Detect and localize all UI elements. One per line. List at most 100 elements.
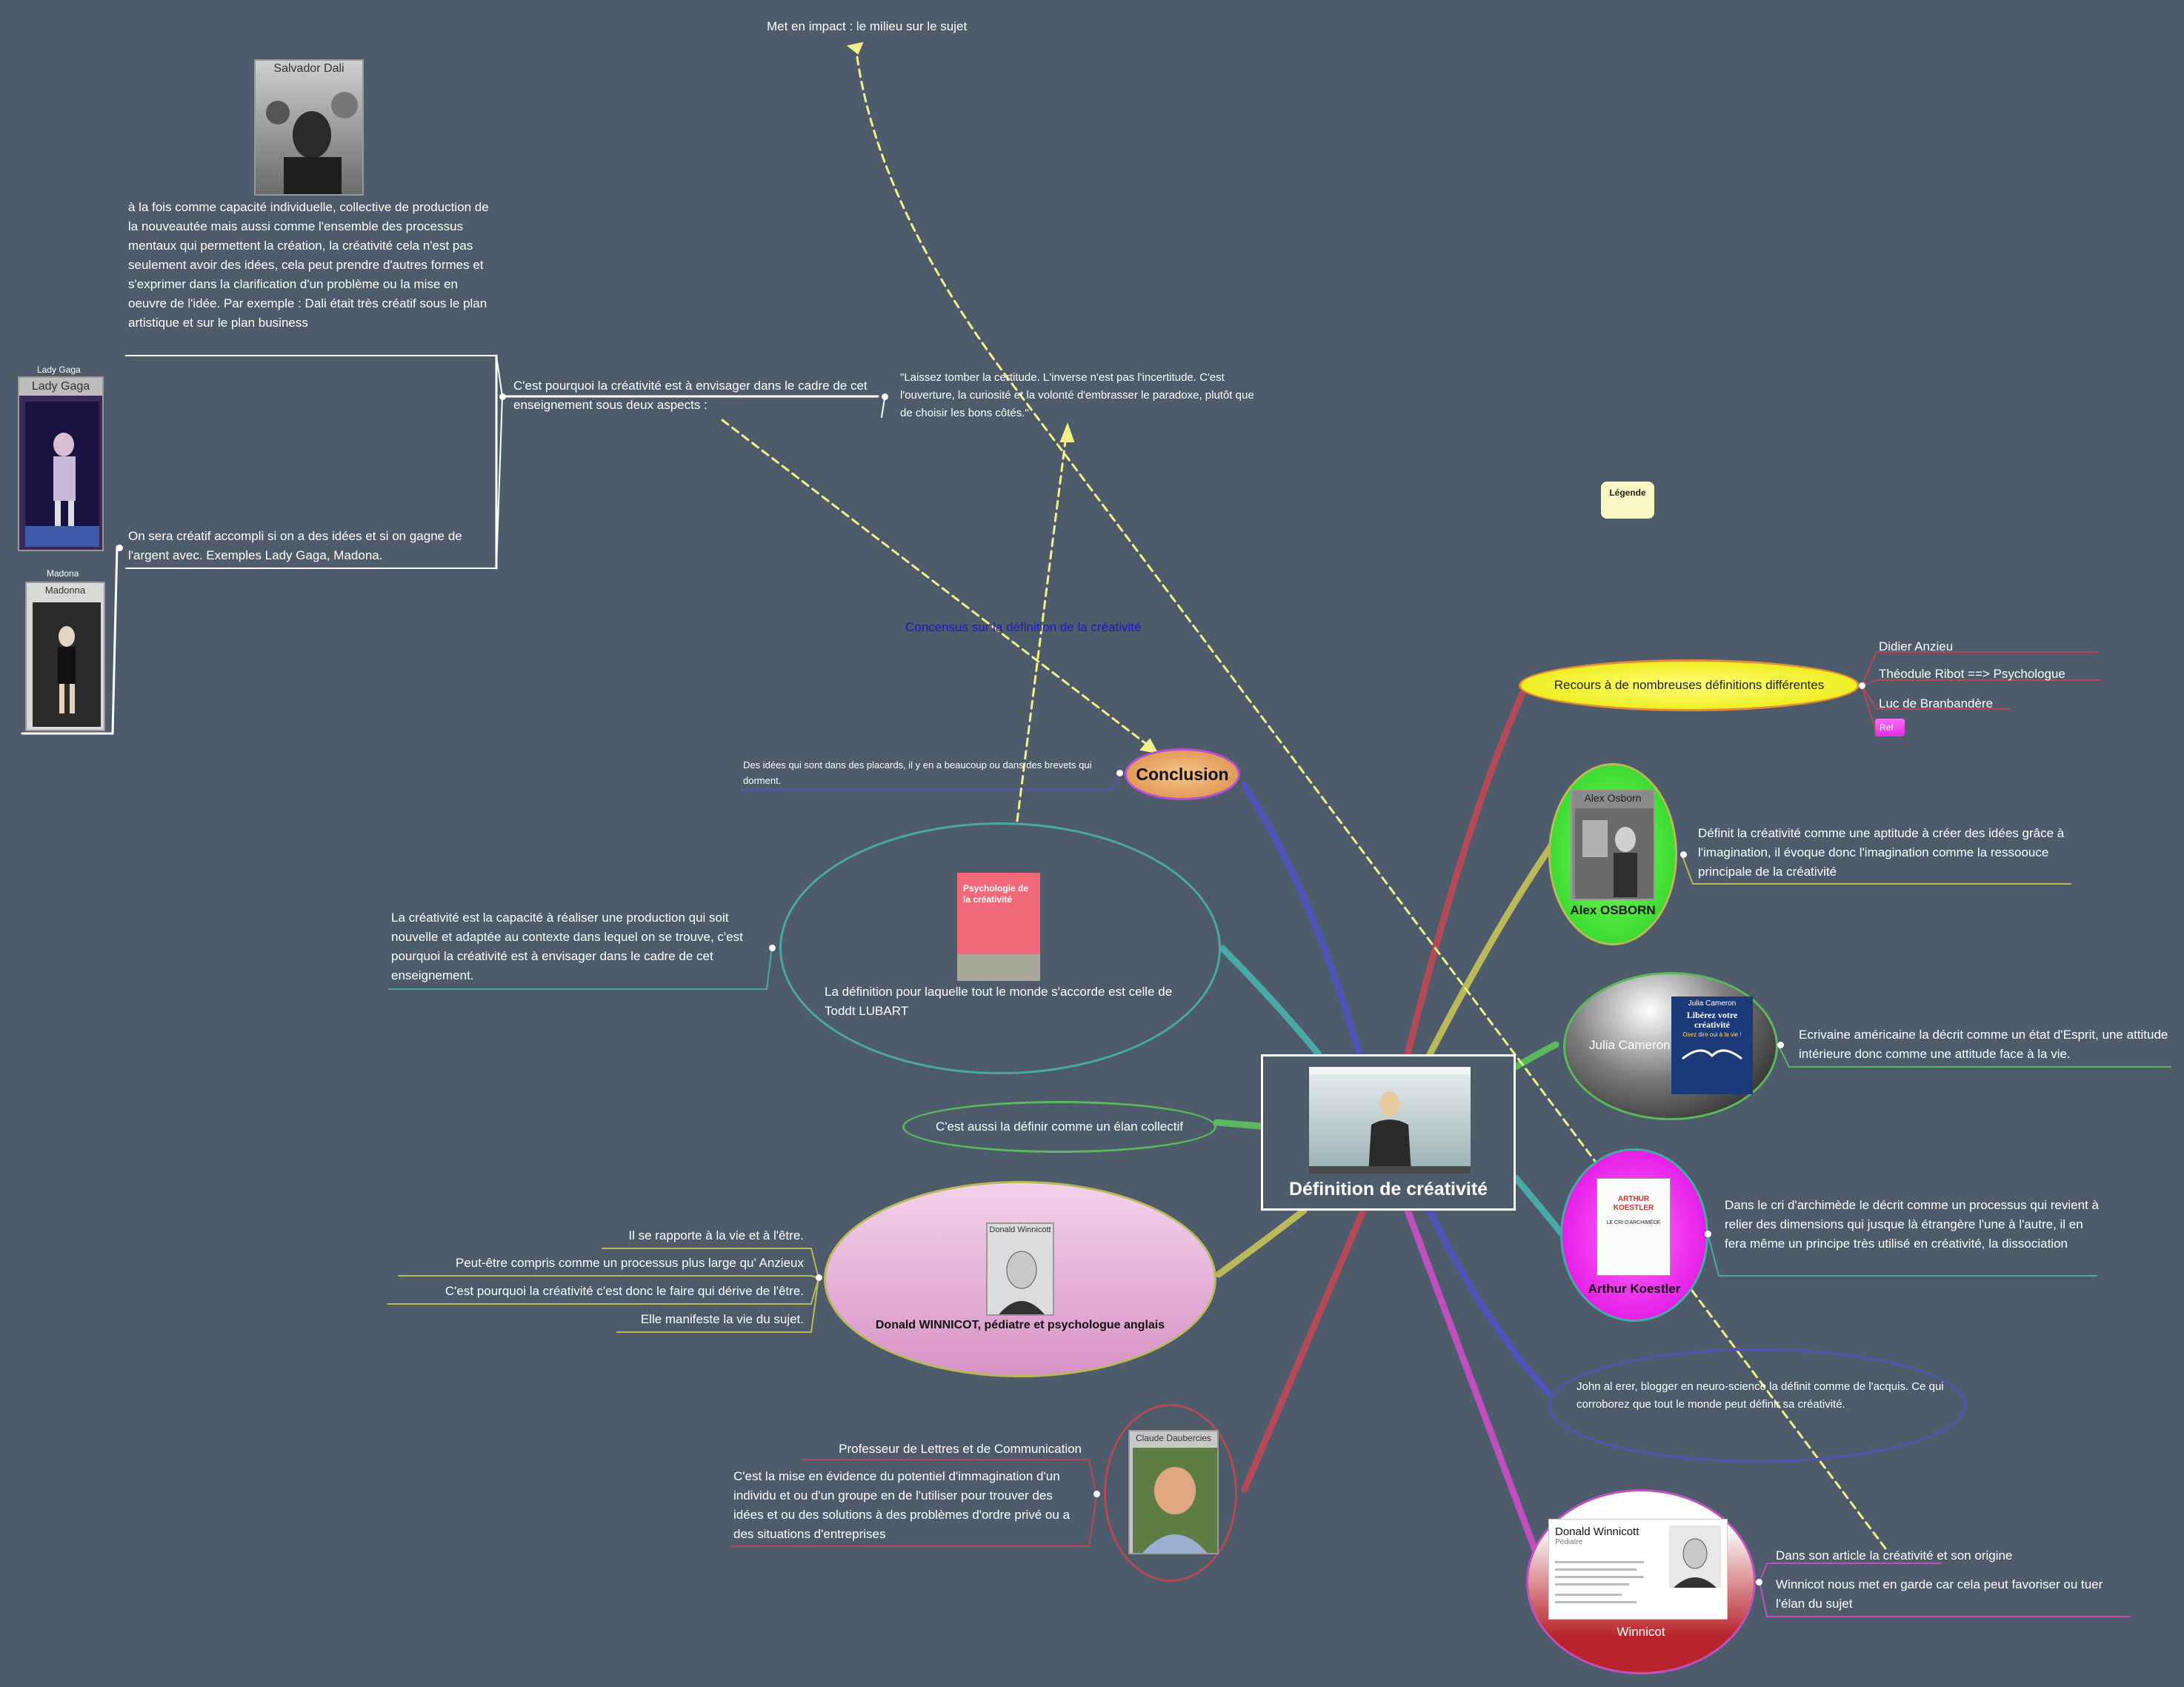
center-title: Définition de créativité bbox=[1288, 1179, 1488, 1199]
osborn-portrait bbox=[1575, 808, 1654, 899]
cameron-text: Ecrivaine américaine la décrit comme un … bbox=[1799, 1028, 2168, 1061]
winnicott-left-photo: Donald Winnicott bbox=[986, 1222, 1054, 1316]
recours-node[interactable]: Recours à de nombreuses définitions diff… bbox=[1519, 659, 1860, 711]
winnicott-card-name: Donald Winnicott bbox=[1555, 1525, 1639, 1538]
koestler-text: Dans le cri d'archimède le décrit comme … bbox=[1725, 1198, 2099, 1251]
legend-box[interactable]: Légende bbox=[1601, 482, 1654, 519]
gaga-label: Lady Gaga bbox=[37, 365, 81, 375]
quote-text: "Laissez tomber la certitude. L'inverse … bbox=[900, 371, 1254, 419]
winnicott-left-portrait bbox=[999, 1251, 1045, 1314]
koestler-label: Arthur Koestler bbox=[1588, 1282, 1681, 1296]
conclusion-node[interactable]: Conclusion bbox=[1125, 748, 1240, 800]
top-note: Met en impact : le milieu sur le sujet bbox=[767, 19, 968, 33]
daubercies-role: Professeur de Lettres et de Communicatio… bbox=[839, 1442, 1082, 1456]
branch-lubart bbox=[1219, 945, 1322, 1058]
madonna-caption: Madonna bbox=[44, 585, 86, 596]
winnicott-left-caption: Donald Winnicott bbox=[989, 1225, 1051, 1234]
winnicott-left-item-2: Peut-être compris comme un processus plu… bbox=[455, 1256, 804, 1270]
winnicott-right-dot bbox=[1756, 1579, 1762, 1585]
recours-dot bbox=[1859, 682, 1865, 689]
conclusion-dot bbox=[1116, 770, 1123, 776]
winnicott-left-item-4: Elle manifeste la vie du sujet. bbox=[640, 1312, 804, 1326]
lubart-left-text: La créativité est la capacité à réaliser… bbox=[391, 911, 743, 982]
lubart-node[interactable] bbox=[779, 822, 1221, 1074]
dali-caption: Salvador Dali bbox=[273, 62, 344, 75]
koestler-book: ARTHUR KOESTLER LE CRI D'ARCHIMÈDE bbox=[1597, 1178, 1671, 1276]
winnicott-card-sub: Pédiatre bbox=[1555, 1538, 1583, 1546]
lubart-book-title: Psychologie de la créativité bbox=[963, 883, 1029, 905]
lubart-dot bbox=[769, 945, 776, 951]
gaga-caption: Lady Gaga bbox=[19, 378, 102, 396]
branch-alerer bbox=[1426, 1207, 1552, 1397]
koestler-book-author: ARTHUR KOESTLER bbox=[1613, 1195, 1654, 1212]
branch-winnicott-right bbox=[1404, 1207, 1552, 1589]
alerer-text: John al erer, blogger en neuro-science l… bbox=[1577, 1380, 1944, 1411]
consensus-label: Concensus sur la définition de la créati… bbox=[905, 620, 1142, 634]
cameron-label: Julia Cameron bbox=[1589, 1038, 1671, 1052]
winnicott-card-lines bbox=[1555, 1561, 1644, 1603]
branch-elan bbox=[1213, 1119, 1265, 1130]
daubercies-caption: Claude Daubercies bbox=[1135, 1433, 1212, 1443]
winnicott-right-article: Dans son article la créativité et son or… bbox=[1776, 1548, 2013, 1563]
branch-conclusion bbox=[1241, 782, 1363, 1058]
aspects-text: C'est pourquoi la créativité est à envis… bbox=[513, 379, 868, 412]
daubercies-dot bbox=[1093, 1491, 1100, 1497]
presenter-image bbox=[1309, 1067, 1471, 1174]
cameron-book-subtitle: Osez dire oui à la vie ! bbox=[1682, 1031, 1742, 1038]
accompli-text: On sera créatif accompli si on a des idé… bbox=[128, 529, 462, 562]
accompli-dot bbox=[116, 545, 123, 551]
branch-daubercies bbox=[1241, 1207, 1367, 1493]
winnicott-left-label: Donald WINNICOT, pédiatre et psychologue… bbox=[875, 1319, 1165, 1331]
osborn-caption: Alex Osborn bbox=[1584, 792, 1642, 804]
lubart-text: La définition pour laquelle tout le mond… bbox=[825, 985, 1173, 1018]
recours-item-3: Luc de Branbandère bbox=[1879, 696, 1994, 711]
osborn-text: Définit la créativité comme une aptitude… bbox=[1698, 826, 2065, 879]
recours-item-2: Théodule Ribot ==> Psychologue bbox=[1879, 667, 2065, 681]
quote-dot bbox=[882, 393, 888, 400]
daubercies-text: C'est la mise en évidence du potentiel d… bbox=[733, 1469, 1071, 1541]
cameron-dot bbox=[1777, 1042, 1784, 1048]
conclusion-note: Des idées qui sont dans des placards, il… bbox=[743, 759, 1092, 786]
osborn-label: Alex OSBORN bbox=[1570, 903, 1656, 917]
koestler-book-title: LE CRI D'ARCHIMÈDE bbox=[1606, 1220, 1661, 1225]
branch-recours bbox=[1404, 682, 1530, 1058]
lubart-book-band bbox=[957, 954, 1040, 981]
alerer-node[interactable] bbox=[1548, 1348, 1966, 1463]
aspects-dot bbox=[499, 393, 506, 400]
dali-photo: Salvador Dali bbox=[254, 59, 364, 196]
winnicott-card: Donald Winnicott Pédiatre bbox=[1548, 1519, 1728, 1620]
winnicott-right-label: Winnicot bbox=[1617, 1625, 1665, 1639]
recours-item-1: Didier Anzieu bbox=[1879, 639, 1954, 653]
gaga-image bbox=[25, 402, 99, 547]
winnicott-card-portrait bbox=[1669, 1525, 1721, 1588]
arrow-aspects-to-conclusion bbox=[721, 419, 1153, 750]
madonna-photo: Madonna bbox=[25, 582, 105, 731]
dali-text: à la fois comme capacité individuelle, c… bbox=[128, 200, 489, 330]
branch-koestler bbox=[1512, 1174, 1565, 1237]
lubart-book: Psychologie de la créativité bbox=[957, 873, 1040, 981]
cameron-book: Julia Cameron Libérez votre créativité O… bbox=[1671, 996, 1753, 1094]
daubercies-photo: Claude Daubercies bbox=[1128, 1430, 1219, 1554]
madona-label: Madona bbox=[47, 568, 79, 579]
elan-node[interactable]: C'est aussi la définir comme un élan col… bbox=[902, 1101, 1216, 1153]
winnicott-left-dot bbox=[816, 1274, 822, 1281]
ref-badge[interactable]: Ref bbox=[1875, 719, 1905, 736]
seagull-icon bbox=[1682, 1049, 1742, 1060]
madonna-image bbox=[33, 602, 101, 727]
winnicott-left-item-3: C'est pourquoi la créativité c'est donc … bbox=[445, 1284, 804, 1298]
dali-portrait bbox=[266, 92, 358, 194]
cameron-book-title: Libérez votre créativité bbox=[1686, 1010, 1738, 1030]
center-node[interactable]: Définition de créativité bbox=[1261, 1054, 1516, 1211]
center-video-thumbnail[interactable] bbox=[1309, 1067, 1471, 1174]
koestler-dot bbox=[1705, 1231, 1711, 1237]
daubercies-node[interactable] bbox=[1104, 1404, 1237, 1582]
branch-winnicott-left bbox=[1215, 1207, 1308, 1278]
osborn-dot bbox=[1680, 851, 1687, 858]
branch-cameron bbox=[1512, 1041, 1559, 1071]
gaga-photo: Lady Gaga bbox=[18, 376, 104, 551]
winnicott-right-text: Winnicot nous met en garde car cela peut… bbox=[1776, 1577, 2103, 1611]
cameron-book-author: Julia Cameron bbox=[1688, 999, 1737, 1008]
winnicott-left-item-1: Il se rapporte à la vie et à l'être. bbox=[628, 1228, 804, 1242]
daubercies-portrait bbox=[1133, 1448, 1217, 1553]
